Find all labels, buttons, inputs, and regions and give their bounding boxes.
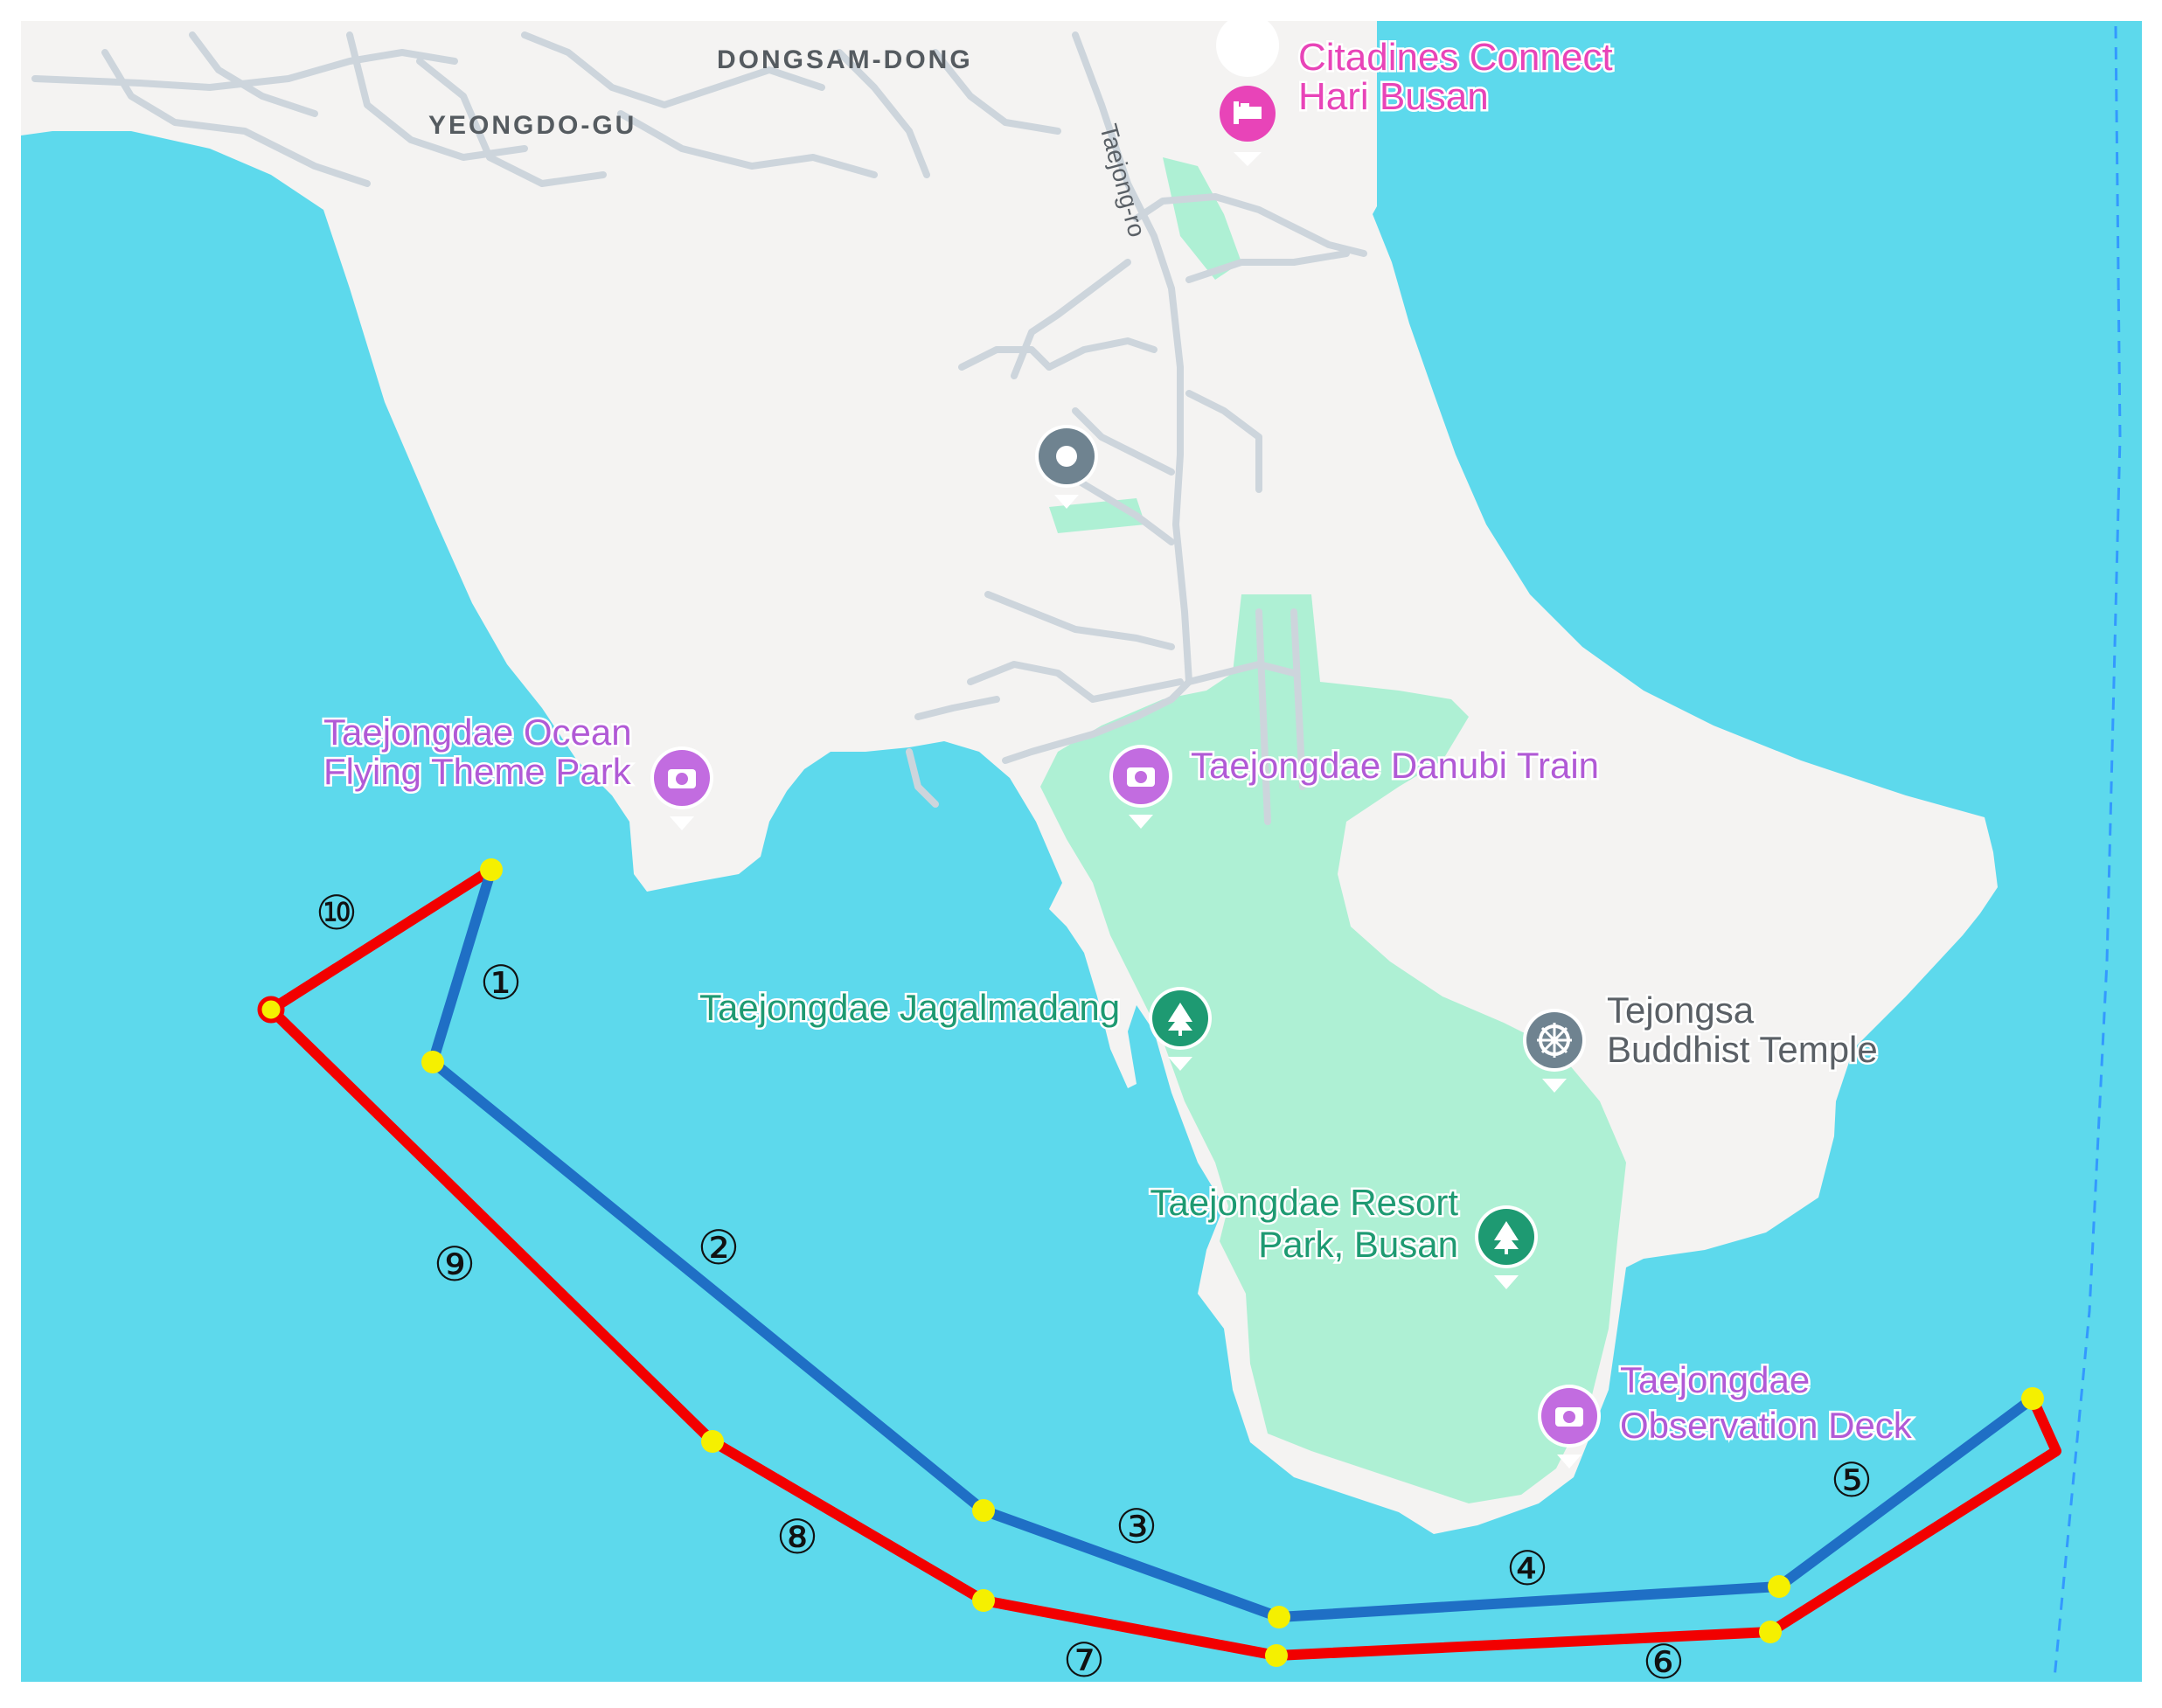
poi-danubi-label: Taejongdae Danubi Train	[1191, 745, 1599, 786]
route-out-blue	[428, 864, 2038, 1622]
poi-observation-deck[interactable]: Taejongdae Observation Deck	[1538, 1357, 1915, 1468]
poi-hotel-label-2: Hari Busan	[1298, 75, 1489, 118]
poi-hotel-label-1: Citadines Connect	[1298, 36, 1613, 79]
segment-label-8: ⑧	[776, 1510, 818, 1565]
waypoint	[1268, 1606, 1290, 1628]
segment-label-10: ⑩	[316, 885, 358, 941]
area-label-dongsam: DONGSAM-DONG	[717, 45, 973, 74]
area-label-yeongdo: YEONGDO-GU	[428, 111, 636, 140]
segment-label-6: ⑥	[1643, 1635, 1685, 1690]
segment-label-7: ⑦	[1063, 1633, 1105, 1688]
poi-ocean-park-label-1: Taejongdae Ocean	[323, 712, 632, 753]
tree-icon	[1149, 987, 1212, 1071]
waypoint	[1265, 1644, 1288, 1667]
poi-temple[interactable]: Tejongsa Buddhist Temple	[1523, 988, 1880, 1093]
waypoint	[421, 1051, 444, 1073]
waypoints	[257, 858, 2044, 1667]
poi-generic[interactable]	[1035, 425, 1098, 509]
segment-label-1: ①	[480, 955, 522, 1010]
poi-observation-label-2: Observation Deck	[1620, 1405, 1913, 1446]
dharma-wheel-icon	[1523, 1009, 1586, 1093]
poi-resort-label-1: Taejongdae Resort	[1150, 1182, 1458, 1223]
poi-temple-label-1: Tejongsa	[1607, 989, 1755, 1031]
poi-ocean-park-label-2: Flying Theme Park	[323, 751, 632, 792]
location-pin-icon	[1035, 425, 1098, 509]
boundary-dashed-line	[2053, 25, 2122, 1679]
park-area	[1040, 594, 1626, 1503]
segment-label-4: ④	[1506, 1541, 1548, 1596]
poi-temple-label-2: Buddhist Temple	[1607, 1029, 1878, 1070]
poi-jagalmadang-label: Taejongdae Jagalmadang	[699, 987, 1120, 1028]
camera-icon	[650, 746, 713, 830]
waypoint	[1759, 1621, 1782, 1643]
poi-jagalmadang[interactable]: Taejongdae Jagalmadang	[698, 985, 1212, 1071]
camera-icon	[1538, 1385, 1601, 1468]
waypoint	[2021, 1387, 2044, 1410]
poi-resort-label-2: Park, Busan	[1258, 1224, 1458, 1265]
poi-resort-park[interactable]: Taejongdae Resort Park, Busan	[1148, 1180, 1538, 1289]
segment-labels: ① ② ③ ④ ⑤ ⑥ ⑦ ⑧ ⑨ ⑩	[316, 885, 1873, 1690]
route-return-red	[266, 864, 2061, 1661]
bed-icon	[1216, 14, 1280, 166]
waypoint	[257, 996, 285, 1024]
waypoint	[701, 1430, 724, 1453]
road-network	[31, 31, 1367, 825]
waypoint	[972, 1499, 995, 1522]
waypoint	[1768, 1575, 1790, 1598]
poi-ocean-park[interactable]: Taejongdae Ocean Flying Theme Park	[322, 710, 713, 830]
park-patch	[1163, 157, 1241, 280]
segment-label-9: ⑨	[434, 1237, 476, 1292]
poi-hotel[interactable]: Citadines Connect Hari Busan	[1216, 14, 1615, 166]
segment-label-3: ③	[1116, 1499, 1157, 1554]
waypoint	[972, 1589, 995, 1612]
segment-label-5: ⑤	[1831, 1453, 1873, 1508]
segment-label-2: ②	[698, 1220, 740, 1275]
waypoint	[480, 858, 503, 881]
poi-danubi-train[interactable]: Taejongdae Danubi Train	[1109, 743, 1602, 829]
tree-icon	[1475, 1205, 1538, 1289]
poi-observation-label-1: Taejongdae	[1620, 1359, 1810, 1400]
camera-icon	[1109, 745, 1172, 829]
